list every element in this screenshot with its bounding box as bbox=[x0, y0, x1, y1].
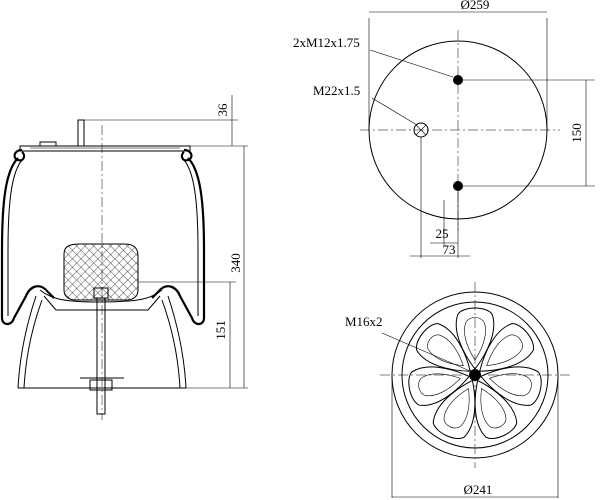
bumper-crosshatch bbox=[64, 244, 138, 300]
piston-right-skirt bbox=[167, 295, 187, 389]
bellows-left-wall bbox=[0, 157, 55, 326]
bolt-shank bbox=[96, 297, 106, 415]
m12-callout: 2xM12x1.75 bbox=[293, 35, 360, 50]
petal-inner-1 bbox=[464, 317, 486, 361]
m16-callout: M16x2 bbox=[345, 314, 383, 329]
right-crimp bbox=[180, 148, 193, 162]
m16-leader bbox=[381, 332, 471, 372]
side-view bbox=[0, 119, 206, 420]
petal-1 bbox=[455, 307, 495, 370]
dim73-label: 73 bbox=[443, 242, 456, 257]
bellows-left-inner bbox=[7, 159, 23, 316]
petal-3 bbox=[480, 366, 542, 406]
top-plate-recess bbox=[39, 141, 57, 146]
petal-5 bbox=[432, 379, 476, 439]
m16-hole bbox=[469, 369, 481, 381]
petal-inner-6 bbox=[418, 373, 461, 397]
dim25-label: 25 bbox=[436, 226, 449, 241]
petal-inner-group bbox=[418, 317, 532, 429]
side-dimensions: 36 340 151 bbox=[84, 95, 248, 389]
bolt-nut bbox=[89, 379, 113, 391]
dia259-label: Ø259 bbox=[461, 0, 490, 12]
petal-inner-2 bbox=[486, 334, 523, 366]
dim150-label: 150 bbox=[569, 123, 584, 143]
dim-36-label: 36 bbox=[215, 103, 230, 117]
m12-leader bbox=[369, 49, 454, 78]
piston-left-skirt bbox=[17, 295, 37, 389]
bellows-right-wall bbox=[151, 157, 206, 326]
petal-2 bbox=[479, 323, 534, 372]
petal-inner-3 bbox=[489, 373, 532, 397]
petal-inner-7 bbox=[427, 334, 464, 366]
m22-leader bbox=[371, 97, 418, 126]
dim-340-label: 340 bbox=[228, 253, 243, 273]
piston-cap bbox=[39, 289, 163, 303]
petal-4 bbox=[474, 379, 518, 439]
m22-callout: M22x1.5 bbox=[313, 83, 360, 98]
petal-inner-4 bbox=[480, 388, 507, 429]
top-plate bbox=[19, 145, 191, 152]
petal-7 bbox=[416, 323, 471, 372]
petal-inner-5 bbox=[443, 388, 470, 429]
petal-6 bbox=[408, 366, 470, 406]
piston-right-skirt-inner bbox=[161, 299, 181, 389]
top-plate-view: Ø259 150 25 73 2xM12x1.75 M22x1.5 bbox=[293, 0, 595, 258]
piston-left-skirt-inner bbox=[23, 299, 43, 389]
m12-hole-top bbox=[453, 75, 463, 85]
dia241-label: Ø241 bbox=[464, 482, 493, 497]
left-crimp bbox=[13, 148, 26, 162]
dim-151-label: 151 bbox=[213, 320, 228, 340]
bellows-right-inner bbox=[183, 159, 199, 316]
air-port-cross-2 bbox=[415, 124, 427, 136]
bottom-plate-view: M16x2 Ø241 bbox=[345, 282, 572, 498]
top-stud bbox=[77, 119, 85, 147]
piston-cap-lower bbox=[43, 295, 161, 311]
petal-group bbox=[408, 307, 542, 439]
